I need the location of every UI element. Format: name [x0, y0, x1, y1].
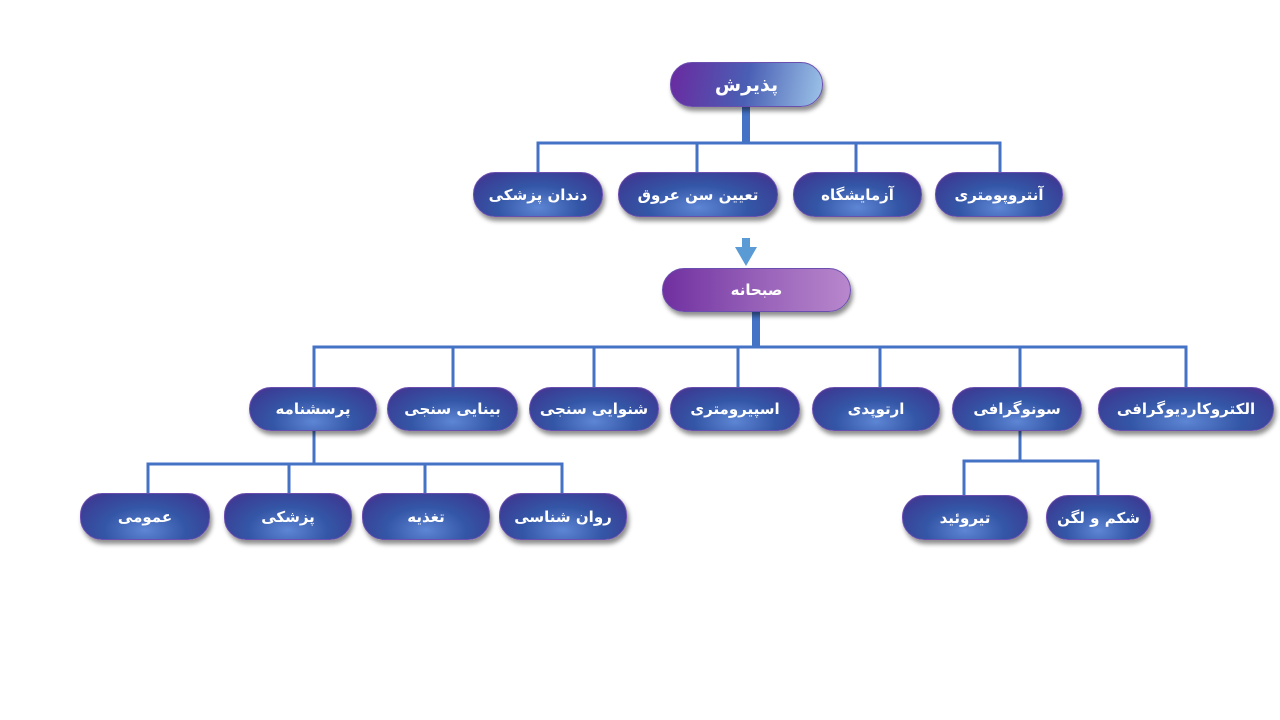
node-laboratory: آزمایشگاه: [793, 172, 922, 217]
node-dentistry: دندان پزشکی: [473, 172, 603, 217]
node-general: عمومی: [80, 493, 210, 540]
node-breakfast: صبحانه: [662, 268, 851, 312]
node-medical: پزشکی: [224, 493, 352, 540]
node-sonography: سونوگرافی: [952, 387, 1082, 431]
node-psychology: روان شناسی: [499, 493, 627, 540]
level1-bus: [536, 141, 1002, 172]
node-spirometry: اسپیرومتری: [670, 387, 800, 431]
node-nutrition: تغذیه: [362, 493, 490, 540]
down-arrow-icon: [735, 238, 757, 266]
level2-bus: [312, 345, 1188, 387]
node-anthropometry: آنتروپومتری: [935, 172, 1063, 217]
node-orthopedics: ارتوپدی: [812, 387, 940, 431]
node-vascular-age: تعیین سن عروق: [618, 172, 778, 217]
node-ecg: الکتروکاردیوگرافی: [1098, 387, 1274, 431]
node-thyroid: تیروئید: [902, 495, 1028, 540]
node-hearing-test: شنوایی سنجی: [529, 387, 659, 431]
node-abdomen-pelvis: شکم و لگن: [1046, 495, 1151, 540]
node-vision-test: بینایی سنجی: [387, 387, 518, 431]
sonography-bus: [962, 459, 1100, 495]
node-reception: پذیرش: [670, 62, 823, 107]
questionnaire-bus: [146, 462, 564, 493]
node-questionnaire: پرسشنامه: [249, 387, 377, 431]
